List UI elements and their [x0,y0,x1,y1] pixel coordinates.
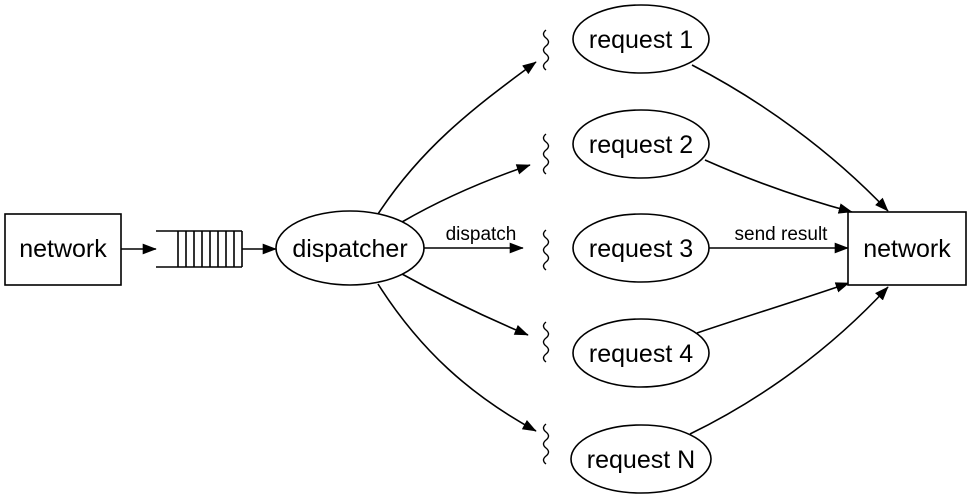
thread-4-icon [542,321,550,363]
request-label: request 2 [589,131,693,159]
dispatcher-node: dispatcher [275,210,425,286]
source-network-node: network [4,213,122,286]
result-arrow-1 [691,64,889,212]
dispatcher-label: dispatcher [292,235,407,263]
dispatch-arrow-1 [377,61,537,215]
request-node-4: request 4 [572,318,710,388]
target-network-node: network [847,211,967,286]
request-queue [156,230,243,268]
dispatch-label: dispatch [446,224,517,245]
request-label: request N [587,446,695,474]
request-node-2: request 2 [572,109,710,179]
request-label: request 4 [589,340,693,368]
target-network-label: network [863,235,951,263]
result-arrow-5 [689,286,889,435]
dispatch-arrow-5 [377,283,537,432]
request-node-1: request 1 [572,4,710,74]
source-network-label: network [19,235,107,263]
thread-3-icon [542,229,550,271]
result-arrow-4 [696,282,850,334]
request-node-3: request 3 [572,213,710,283]
request-label: request 1 [589,26,693,54]
result-arrow-2 [704,159,853,214]
thread-2-icon [542,133,550,175]
request-node-n: request N [570,424,712,494]
thread-1-icon [542,29,550,71]
send-result-label: send result [735,224,829,245]
dispatch-arrow-2 [401,164,531,223]
request-label: request 3 [589,235,693,263]
dispatch-arrow-4 [401,273,529,336]
thread-n-icon [542,423,550,465]
